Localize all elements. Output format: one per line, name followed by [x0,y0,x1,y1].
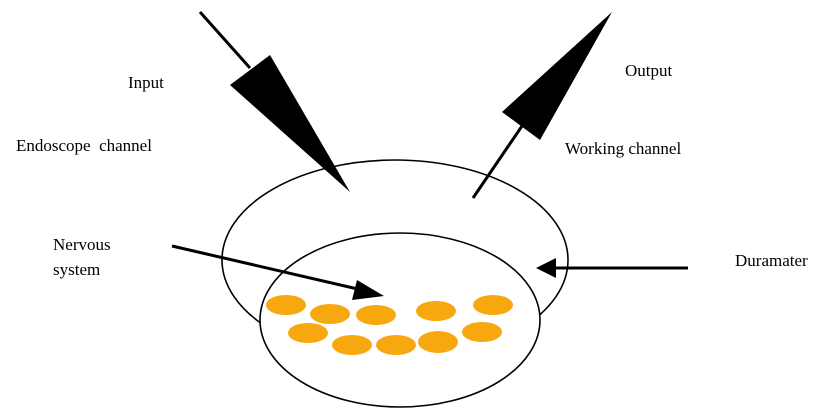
cell [462,322,502,342]
output-label: Output [625,61,673,80]
cell [356,305,396,325]
duramater-arrow-head [536,258,556,278]
nervous-system-label-line2: system [53,260,101,279]
nervous-arrow-shaft [171,244,363,292]
nerve-cells [266,295,513,355]
cell [473,295,513,315]
output-arrow-shaft [471,125,524,199]
cell [266,295,306,315]
nervous-arrow-head [352,280,384,300]
input-label: Input [128,73,164,92]
cell [416,301,456,321]
input-arrow-head [230,55,350,192]
endoscope-channel-label: Endoscope channel [16,136,152,155]
cell [332,335,372,355]
inner-ellipse [259,232,541,408]
output-arrow-head [502,12,612,140]
cell [310,304,350,324]
nervous-system-label-line1: Nervous [53,235,111,254]
cell [288,323,328,343]
duramater-label: Duramater [735,251,808,270]
cell [376,335,416,355]
cell [418,331,458,353]
working-channel-label: Working channel [565,139,682,158]
input-arrow-shaft [198,11,252,69]
